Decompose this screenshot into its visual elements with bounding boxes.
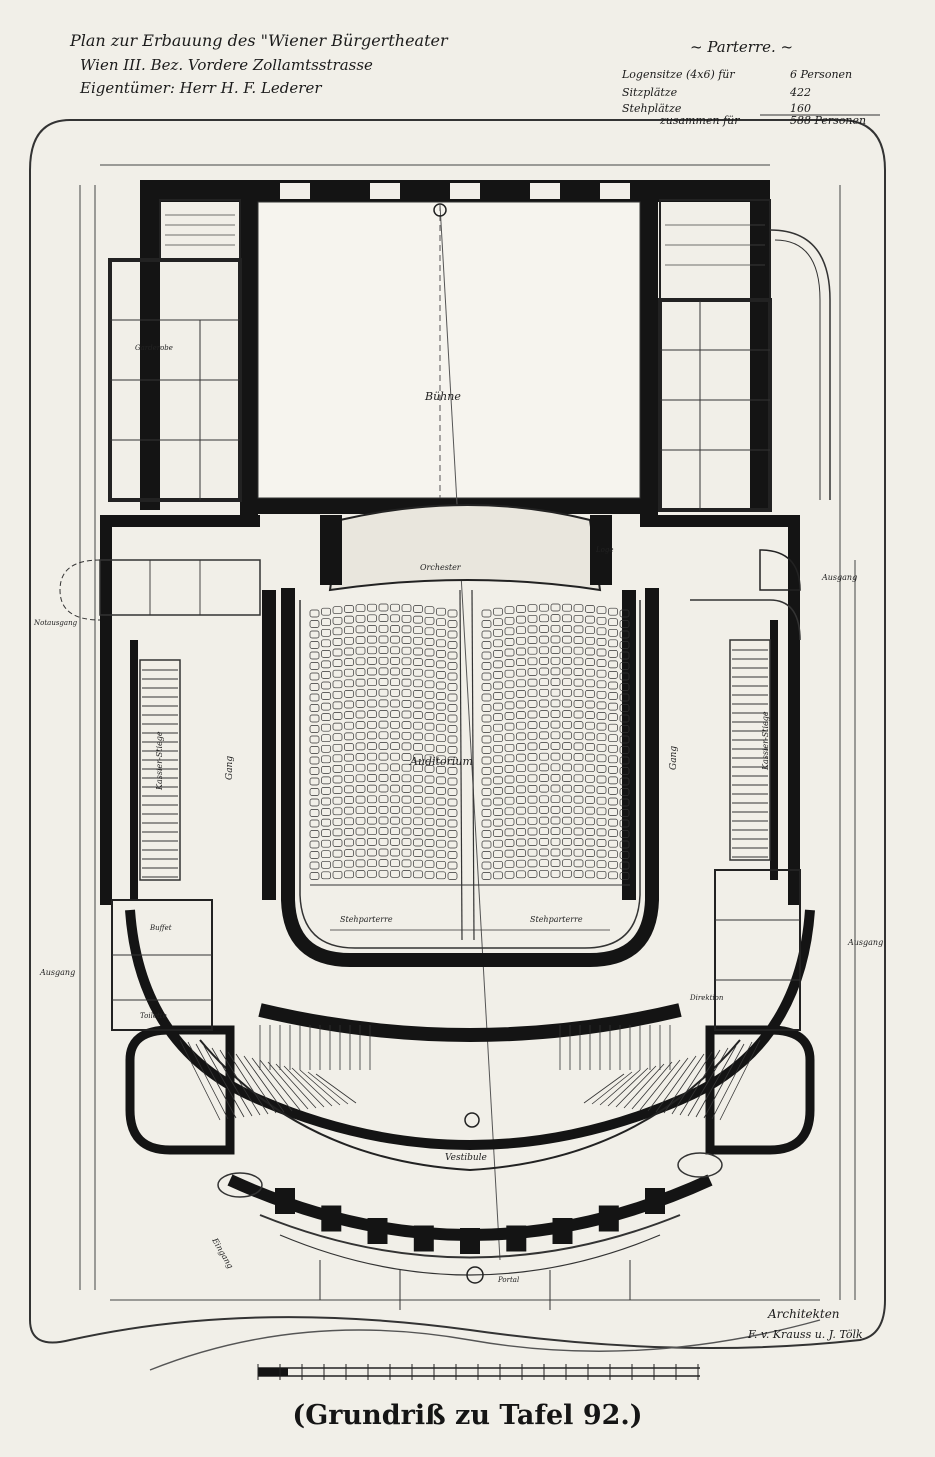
- header-line-3: Eigentümer: Herr H. F. Lederer: [79, 79, 322, 97]
- stage-house: [108, 180, 831, 1261]
- standing-left-label: Stehparterre: [340, 915, 393, 924]
- legend-table: Logensitze (4x6) für 6 Personen Sitzplät…: [621, 68, 880, 127]
- front-label: Portal: [497, 1276, 519, 1284]
- stair-right-label: Kassier-Stiege: [761, 711, 770, 771]
- director-label: Direktion: [689, 994, 724, 1002]
- legend-row-value: 6 Personen: [790, 68, 852, 81]
- legend-row-value: 422: [789, 86, 811, 99]
- auditorium-label: Auditorium: [409, 755, 473, 768]
- stair-left: [99, 559, 261, 881]
- legend-title: ~ Parterre. ~: [690, 38, 793, 56]
- dimension-lines: [79, 164, 856, 1301]
- foyer-block: [59, 549, 815, 1310]
- loge-label: Loge: [595, 546, 614, 554]
- orchestra-label: Orchester: [420, 563, 462, 572]
- legend-row-value: 160: [790, 102, 811, 115]
- exit-left-label: Ausgang: [39, 968, 75, 977]
- exit-right-label: Ausgang: [847, 938, 883, 947]
- foyer-label: Vestibule: [445, 1153, 487, 1163]
- figure-caption: (Grundriß zu Tafel 92.): [292, 1400, 643, 1431]
- seat-block-right: [481, 603, 630, 880]
- seat-block-left: [309, 603, 458, 880]
- legend-row-label: Sitzplätze: [622, 86, 678, 99]
- header-line-1: Plan zur Erbauung des "Wiener Bürgerthea…: [69, 31, 449, 50]
- street-curve: [149, 1319, 821, 1371]
- architects-names: F. v. Krauss u. J. Tölk: [747, 1328, 863, 1341]
- architects-title: Architekten: [767, 1307, 840, 1321]
- scale-bar-icon: [257, 1364, 700, 1380]
- stair-left-label: Kassier-Stiege: [155, 731, 164, 791]
- buffet-label: Buffet: [149, 924, 172, 932]
- header-line-2: Wien III. Bez. Vordere Zollamtsstrasse: [80, 56, 373, 74]
- legend-row-label: zusammen für: [659, 114, 740, 127]
- exit-right-top-label: Ausgang: [821, 573, 857, 582]
- legend-row-label: Logensitze (4x6) für: [621, 68, 735, 81]
- legend-row-value: 588 Personen: [790, 114, 866, 127]
- plot-border: [29, 119, 886, 1349]
- corridor-right-label: Gang: [669, 746, 679, 770]
- standing-right-label: Stehparterre: [530, 915, 583, 924]
- toilets-label: Toilette: [140, 1012, 167, 1020]
- stage-label: Bühne: [424, 390, 461, 403]
- wardrobe-label: Garderobe: [135, 344, 173, 352]
- corridor-left-label: Gang: [225, 756, 235, 780]
- auditorium-block: [100, 504, 800, 967]
- legend-row-label: Stehplätze: [622, 102, 682, 115]
- side-entrance-label: Notausgang: [33, 619, 78, 627]
- stair-right: [690, 599, 801, 861]
